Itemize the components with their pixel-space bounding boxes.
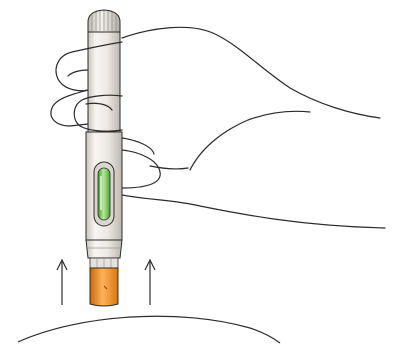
pen-injector-icon bbox=[86, 10, 122, 306]
skin-surface-icon bbox=[18, 316, 280, 343]
upward-arrow-icon bbox=[57, 260, 67, 305]
upward-arrow-icon bbox=[145, 260, 155, 305]
